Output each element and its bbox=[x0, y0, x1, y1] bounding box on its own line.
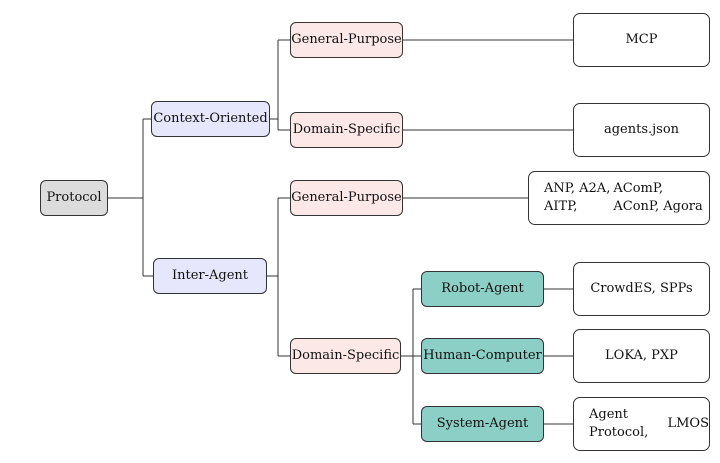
leaf-node-loka-pxp: LOKA, PXP bbox=[573, 329, 710, 383]
category-node-inter-agent: Inter-Agent bbox=[153, 258, 267, 294]
leaf-text-line-2: AComP, AConP, Agora bbox=[613, 181, 703, 214]
scope-node-ia-general-purpose: General-Purpose bbox=[290, 180, 403, 216]
subdomain-node-human-computer: Human-Computer bbox=[421, 338, 544, 374]
subdomain-node-robot-agent: Robot-Agent bbox=[421, 271, 544, 307]
subdomain-node-system-agent: System-Agent bbox=[421, 406, 544, 442]
scope-node-co-general-purpose: General-Purpose bbox=[290, 22, 403, 58]
leaf-node-agents-json: agents.json bbox=[573, 103, 710, 157]
leaf-node-mcp: MCP bbox=[573, 13, 710, 67]
category-node-context-oriented: Context-Oriented bbox=[151, 101, 270, 137]
leaf-text-line-1: ANP, A2A, AITP, bbox=[544, 181, 611, 214]
scope-node-ia-domain-specific: Domain-Specific bbox=[290, 338, 401, 374]
scope-node-co-domain-specific: Domain-Specific bbox=[290, 112, 403, 148]
leaf-node-agent-protocol-lmos: Agent Protocol, LMOS bbox=[573, 397, 710, 451]
leaf-text-line-2: LMOS bbox=[667, 416, 709, 432]
leaf-node-anp-a2a-list: ANP, A2A, AITP, AComP, AConP, Agora bbox=[528, 171, 710, 225]
leaf-node-crowdes-spps: CrowdES, SPPs bbox=[573, 262, 710, 316]
leaf-text-line-1: Agent Protocol, bbox=[589, 407, 649, 440]
root-node-protocol: Protocol bbox=[40, 180, 108, 216]
